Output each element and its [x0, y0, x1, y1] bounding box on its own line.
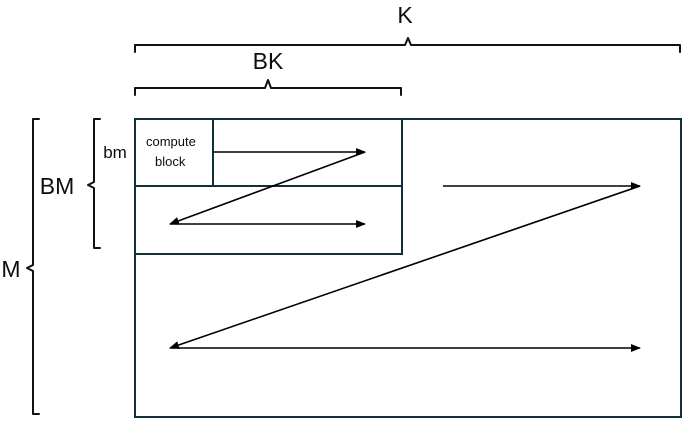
k-label: K — [397, 2, 413, 28]
m-label: M — [1, 256, 20, 282]
bm-brace — [87, 118, 101, 249]
k-brace — [134, 37, 681, 53]
compute-label-line2: block — [155, 154, 186, 169]
outer-arrow-return — [169, 185, 641, 349]
bk-brace — [134, 79, 402, 96]
bk-label: BK — [253, 48, 284, 74]
compute-label-line1: compute — [146, 134, 196, 149]
compute-block-box — [134, 118, 214, 187]
bm-lower-label: bm — [103, 143, 127, 162]
m-brace — [26, 118, 40, 415]
matrix-outer-box — [134, 118, 682, 418]
bm-upper-label: BM — [40, 173, 75, 199]
inner-arrow-return — [169, 151, 366, 225]
